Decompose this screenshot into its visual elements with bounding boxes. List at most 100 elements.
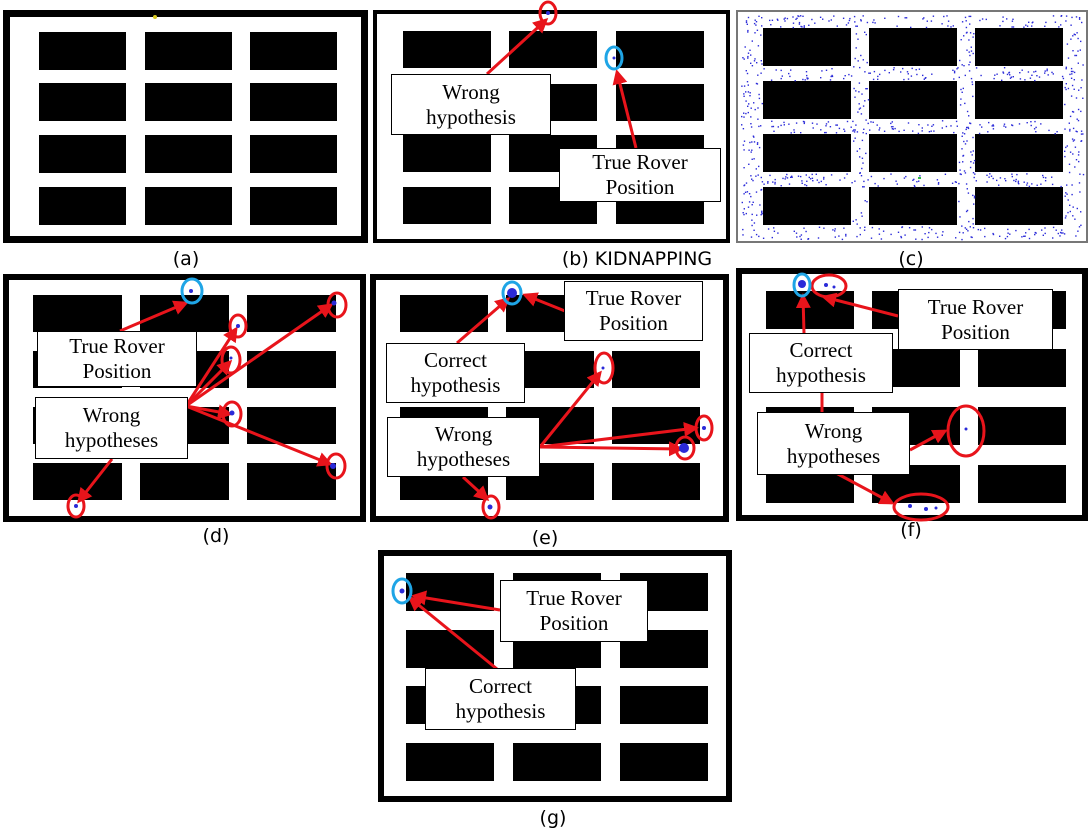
- particle: [878, 228, 880, 230]
- label-line: Wrong: [82, 403, 141, 427]
- particle: [783, 124, 785, 126]
- particle: [965, 26, 968, 29]
- particle: [802, 15, 804, 17]
- particle: [790, 132, 792, 134]
- particle: [1011, 175, 1013, 178]
- particle: [1004, 178, 1006, 180]
- particle: [841, 238, 844, 241]
- label-correct-hypothesis-f: Correct hypothesis: [749, 333, 893, 393]
- label-line: True Rover: [69, 334, 165, 358]
- particle: [836, 25, 838, 27]
- label-line: True Rover: [526, 586, 622, 610]
- particle: [1031, 183, 1033, 185]
- particle: [788, 123, 790, 125]
- particle: [1075, 159, 1078, 161]
- particle: [1064, 103, 1066, 106]
- particle: [1044, 232, 1046, 235]
- obstacle: [145, 83, 232, 121]
- particle: [932, 15, 935, 17]
- particle: [761, 25, 763, 27]
- particle: [1031, 74, 1033, 76]
- particle: [922, 74, 924, 77]
- particle: [802, 120, 805, 123]
- particle: [853, 15, 856, 18]
- caption-d: (d): [202, 525, 230, 547]
- particle: [1029, 77, 1032, 79]
- particle: [1076, 207, 1078, 210]
- particle: [1052, 226, 1055, 229]
- particle: [965, 128, 967, 131]
- particle: [829, 126, 832, 128]
- particle: [1005, 180, 1007, 182]
- particle: [821, 70, 823, 72]
- particle: [830, 19, 832, 21]
- particle: [969, 61, 971, 63]
- particle: [784, 17, 786, 19]
- particle: [1066, 43, 1069, 45]
- particle: [905, 175, 907, 178]
- particle: [1069, 73, 1071, 76]
- label-correct-hypothesis-g: Correct hypothesis: [425, 668, 576, 730]
- particle: [767, 228, 770, 230]
- particle: [1072, 111, 1075, 113]
- particle: [745, 70, 747, 72]
- particle: [1030, 121, 1032, 123]
- particle: [870, 237, 873, 239]
- particle: [1070, 24, 1072, 26]
- particle: [858, 82, 861, 84]
- particle: [860, 19, 862, 21]
- particle: [750, 62, 752, 64]
- true-rover-marker: [391, 577, 413, 605]
- particle: [1074, 34, 1076, 36]
- arrow: [795, 293, 811, 334]
- particle: [1076, 118, 1078, 120]
- particle: [782, 177, 784, 180]
- label-line: True Rover: [927, 294, 1024, 319]
- particle-cluster: [798, 280, 806, 288]
- label-true-rover-position-e: True Rover Position: [564, 281, 703, 341]
- particle: [969, 226, 971, 228]
- particle: [797, 15, 799, 17]
- particle: [993, 77, 995, 80]
- particle: [831, 68, 833, 70]
- particle: [748, 163, 750, 165]
- particle: [972, 217, 974, 220]
- obstacle: [978, 349, 1066, 387]
- arrow: [185, 404, 333, 467]
- particle: [771, 19, 774, 21]
- particle: [751, 213, 753, 216]
- particle: [879, 73, 881, 76]
- particle: [757, 107, 759, 109]
- particle: [1072, 215, 1074, 217]
- wrong-hypothesis-marker: [326, 291, 348, 319]
- obstacle: [247, 351, 336, 388]
- particle-cluster: [964, 427, 968, 431]
- particle: [967, 126, 969, 129]
- particle: [820, 180, 822, 183]
- particle: [908, 227, 911, 229]
- particle: [966, 126, 968, 129]
- particle: [747, 31, 749, 33]
- particle: [1070, 67, 1073, 70]
- particle: [988, 176, 990, 178]
- particle: [907, 73, 909, 75]
- particle: [962, 87, 964, 90]
- particle: [786, 177, 789, 179]
- arrow: [538, 370, 602, 448]
- particle: [780, 185, 782, 187]
- particle: [753, 136, 755, 138]
- particle-cluster: [487, 504, 493, 510]
- particle: [1070, 95, 1073, 97]
- particle: [918, 177, 921, 179]
- particle: [1064, 128, 1066, 130]
- label-wrong-hypotheses-f: Wrong hypotheses: [757, 412, 910, 475]
- obstacle: [975, 28, 1063, 66]
- particle: [992, 125, 995, 127]
- particle: [972, 150, 974, 152]
- particle: [1023, 26, 1025, 28]
- particle: [756, 83, 759, 85]
- wrong-hypothesis-marker: [66, 493, 86, 519]
- particle: [1079, 173, 1081, 175]
- particle: [1073, 79, 1075, 81]
- particle: [1034, 79, 1036, 82]
